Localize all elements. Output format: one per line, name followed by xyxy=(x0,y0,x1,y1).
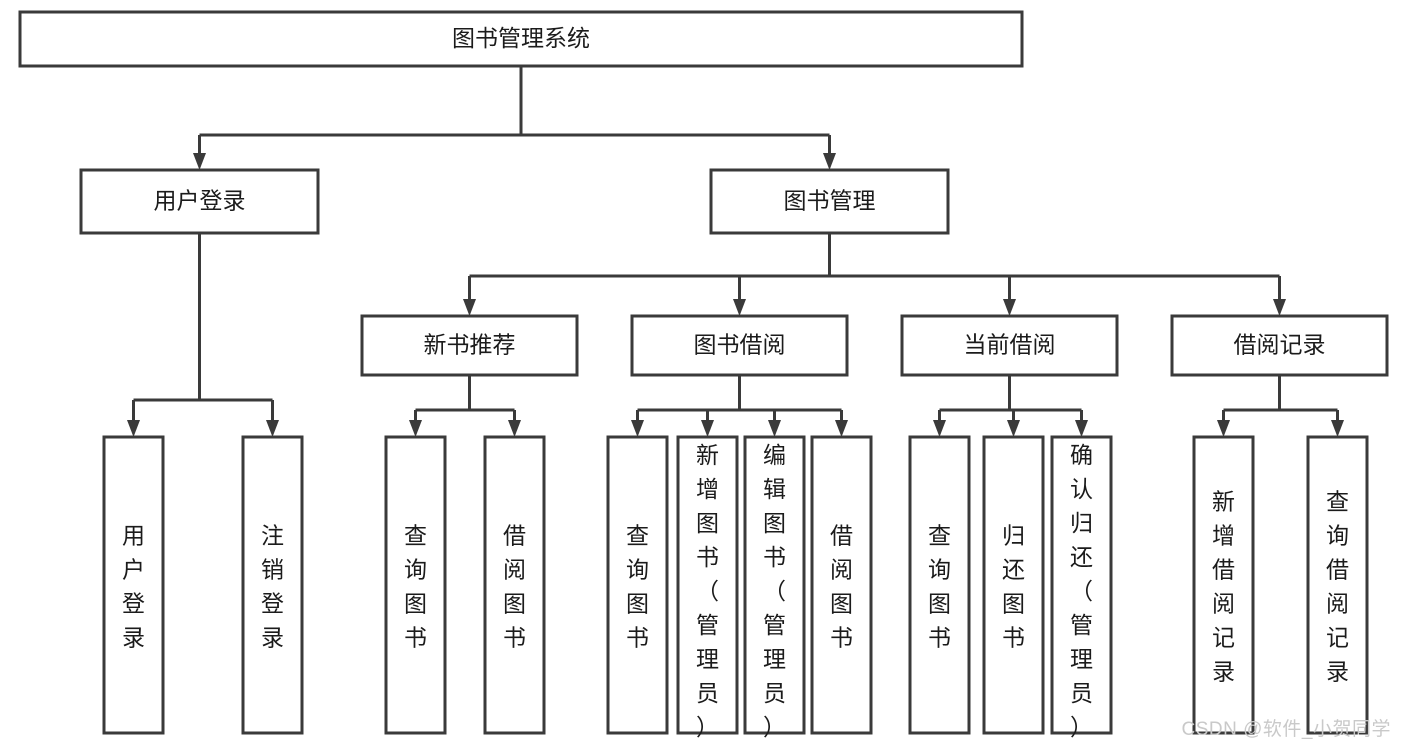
bookmgmt-to-level3-arrow-3 xyxy=(1273,299,1286,316)
current-borrow-to-leaves-arrow-0 xyxy=(933,420,946,437)
node-leaf-query-record-label: 查询借阅记录 xyxy=(1326,489,1349,685)
node-new-book-recommend-label: 新书推荐 xyxy=(424,332,516,358)
borrow-record-to-leaves-arrow-1 xyxy=(1331,420,1344,437)
node-leaf-add-record-box[interactable] xyxy=(1192,435,1255,735)
bookmgmt-to-level3-arrow-1 xyxy=(733,299,746,316)
root-to-level2-arrow-1 xyxy=(823,153,836,170)
book-borrow-to-leaves-arrow-1 xyxy=(701,420,714,437)
node-leaf-borrow-book-1-box[interactable] xyxy=(483,435,546,735)
node-leaf-return-book-box[interactable] xyxy=(982,435,1045,735)
node-book-management-label: 图书管理 xyxy=(784,188,876,214)
new-book-recommend-to-leaves-arrow-1 xyxy=(508,420,521,437)
node-current-borrow-box[interactable] xyxy=(900,314,1119,377)
node-new-book-recommend[interactable]: 新书推荐 xyxy=(360,314,579,377)
node-leaf-return-book-label: 归还图书 xyxy=(1002,523,1025,651)
bookmgmt-to-level3-arrow-0 xyxy=(463,299,476,316)
node-leaf-add-record[interactable]: 新增借阅记录 xyxy=(1192,435,1255,735)
node-borrow-record-box[interactable] xyxy=(1170,314,1389,377)
node-leaf-borrow-book-1[interactable]: 借阅图书 xyxy=(483,435,546,735)
node-leaf-query-book-2-label: 查询图书 xyxy=(626,523,649,651)
book-borrow-to-leaves-arrow-2 xyxy=(768,420,781,437)
node-user-login-box[interactable] xyxy=(79,168,320,235)
current-borrow-to-leaves-arrow-1 xyxy=(1007,420,1020,437)
node-leaf-query-book-1-label: 查询图书 xyxy=(404,523,427,651)
node-leaf-query-book-2[interactable]: 查询图书 xyxy=(606,435,669,735)
node-leaf-query-book-1[interactable]: 查询图书 xyxy=(384,435,447,735)
node-leaf-add-book-box[interactable] xyxy=(676,435,739,735)
book-borrow-to-leaves-arrow-0 xyxy=(631,420,644,437)
node-book-management-box[interactable] xyxy=(709,168,950,235)
node-leaf-query-book-3-box[interactable] xyxy=(908,435,971,735)
node-user-login-label: 用户登录 xyxy=(154,188,246,214)
userlogin-to-leaves-arrow-0 xyxy=(127,420,140,437)
node-leaf-query-record-box[interactable] xyxy=(1306,435,1369,735)
connectors-layer xyxy=(127,66,1344,437)
node-leaf-query-book-1-box[interactable] xyxy=(384,435,447,735)
node-leaf-query-book-3[interactable]: 查询图书 xyxy=(908,435,971,735)
node-leaf-logout[interactable]: 注销登录 xyxy=(241,435,304,735)
node-leaf-edit-book-label: 编辑图书（管理员） xyxy=(763,442,786,740)
node-leaf-edit-book[interactable]: 编辑图书（管理员） xyxy=(743,435,806,740)
node-leaf-borrow-book-2-box[interactable] xyxy=(810,435,873,735)
new-book-recommend-to-leaves-arrow-0 xyxy=(409,420,422,437)
userlogin-to-leaves-arrow-1 xyxy=(266,420,279,437)
node-leaf-query-book-3-label: 查询图书 xyxy=(928,523,951,651)
nodes-layer: 图书管理系统用户登录图书管理新书推荐图书借阅当前借阅借阅记录用户登录注销登录查询… xyxy=(18,10,1389,740)
current-borrow-to-leaves-arrow-2 xyxy=(1075,420,1088,437)
node-leaf-borrow-book-1-label: 借阅图书 xyxy=(503,523,526,651)
node-leaf-query-record[interactable]: 查询借阅记录 xyxy=(1306,435,1369,735)
node-book-borrow-box[interactable] xyxy=(630,314,849,377)
node-root-system-box[interactable] xyxy=(18,10,1024,68)
node-leaf-borrow-book-2[interactable]: 借阅图书 xyxy=(810,435,873,735)
node-book-borrow[interactable]: 图书借阅 xyxy=(630,314,849,377)
node-current-borrow-label: 当前借阅 xyxy=(964,332,1056,358)
node-leaf-edit-book-box[interactable] xyxy=(743,435,806,735)
node-borrow-record-label: 借阅记录 xyxy=(1234,332,1326,358)
node-new-book-recommend-box[interactable] xyxy=(360,314,579,377)
node-leaf-user-login-label: 用户登录 xyxy=(122,523,145,651)
root-to-level2-arrow-0 xyxy=(193,153,206,170)
node-leaf-add-book-label: 新增图书（管理员） xyxy=(696,442,719,740)
node-leaf-borrow-book-2-label: 借阅图书 xyxy=(830,523,853,651)
node-leaf-user-login-box[interactable] xyxy=(102,435,165,735)
node-leaf-logout-box[interactable] xyxy=(241,435,304,735)
node-book-management[interactable]: 图书管理 xyxy=(709,168,950,235)
node-current-borrow[interactable]: 当前借阅 xyxy=(900,314,1119,377)
node-leaf-logout-label: 注销登录 xyxy=(261,523,284,651)
node-leaf-query-book-2-box[interactable] xyxy=(606,435,669,735)
node-leaf-confirm-return-label: 确认归还（管理员） xyxy=(1070,442,1093,740)
borrow-record-to-leaves-arrow-0 xyxy=(1217,420,1230,437)
node-leaf-user-login[interactable]: 用户登录 xyxy=(102,435,165,735)
node-user-login[interactable]: 用户登录 xyxy=(79,168,320,235)
node-borrow-record[interactable]: 借阅记录 xyxy=(1170,314,1389,377)
node-leaf-add-book[interactable]: 新增图书（管理员） xyxy=(676,435,739,740)
bookmgmt-to-level3-arrow-2 xyxy=(1003,299,1016,316)
book-borrow-to-leaves-arrow-3 xyxy=(835,420,848,437)
node-leaf-confirm-return-box[interactable] xyxy=(1050,435,1113,735)
node-root-system-label: 图书管理系统 xyxy=(452,25,590,51)
node-leaf-confirm-return[interactable]: 确认归还（管理员） xyxy=(1050,435,1113,740)
node-book-borrow-label: 图书借阅 xyxy=(694,332,786,358)
node-root-system[interactable]: 图书管理系统 xyxy=(18,10,1024,68)
node-leaf-add-record-label: 新增借阅记录 xyxy=(1212,489,1235,685)
node-leaf-return-book[interactable]: 归还图书 xyxy=(982,435,1045,735)
